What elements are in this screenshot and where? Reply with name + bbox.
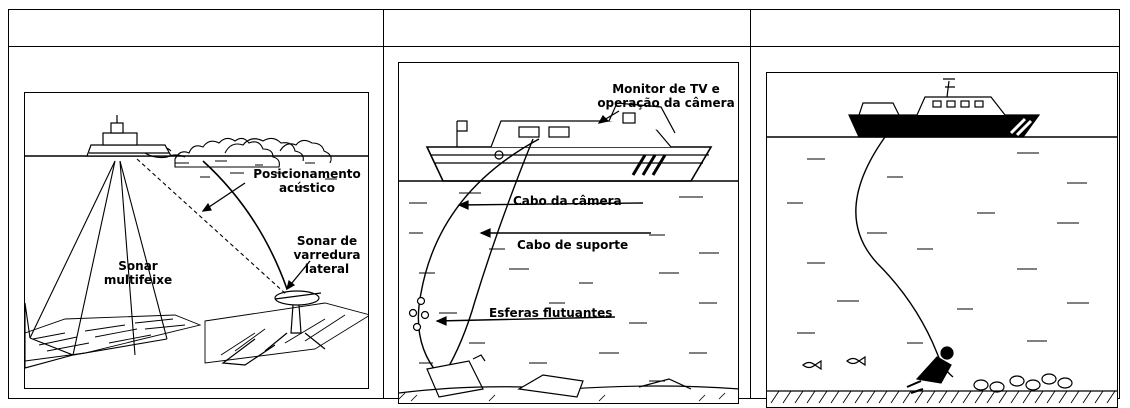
acoustic-positioning-label: Posicionamento acústico (247, 167, 367, 195)
fish-icon (802, 359, 822, 371)
label-line: multifeixe (103, 273, 173, 287)
label-line: Sonar de (296, 234, 358, 248)
header-row-divider (9, 46, 1119, 47)
label-line: acústico (278, 181, 336, 195)
multibeam-sonar-label: Sonar multifeixe (93, 259, 183, 287)
side-scan-towfish (202, 160, 326, 366)
support-cable (444, 138, 534, 374)
label-line: varredura (293, 248, 361, 262)
label-line: Posicionamento (253, 167, 361, 181)
diver-lifeline (855, 136, 954, 378)
fish-icon (846, 355, 866, 367)
label-line: Monitor de TV e (612, 82, 720, 96)
camera-cable (417, 138, 540, 376)
camera-boat (425, 102, 713, 182)
label-line: Sonar (118, 259, 158, 273)
side-scan-sonar-label: Sonar de varredura lateral (287, 234, 367, 276)
water-texture (787, 152, 1089, 344)
label-line: operação da câmera (597, 96, 735, 110)
tv-monitor-label: Monitor de TV e operação da câmera (595, 82, 737, 110)
water-texture (409, 192, 719, 382)
column-divider-2 (750, 10, 751, 398)
floating-spheres (408, 296, 430, 332)
camera-cable-label: Cabo da câmera (513, 194, 622, 208)
camera-sled (426, 354, 486, 398)
support-vessel (848, 78, 1041, 138)
seabed-objects (973, 373, 1073, 393)
towed-camera-illustration: Monitor de TV e operação da câmera Cabo … (398, 62, 739, 404)
label-line: lateral (304, 262, 350, 276)
diver-survey-illustration (766, 72, 1118, 408)
diver (906, 346, 954, 394)
clouds (144, 137, 332, 168)
column-divider-1 (383, 10, 384, 398)
survey-ship (86, 115, 186, 159)
floating-spheres-label: Esferas flutuantes (489, 306, 613, 320)
sonar-survey-illustration: Posicionamento acústico Sonar de varredu… (24, 92, 369, 389)
support-cable-label: Cabo de suporte (517, 238, 629, 252)
